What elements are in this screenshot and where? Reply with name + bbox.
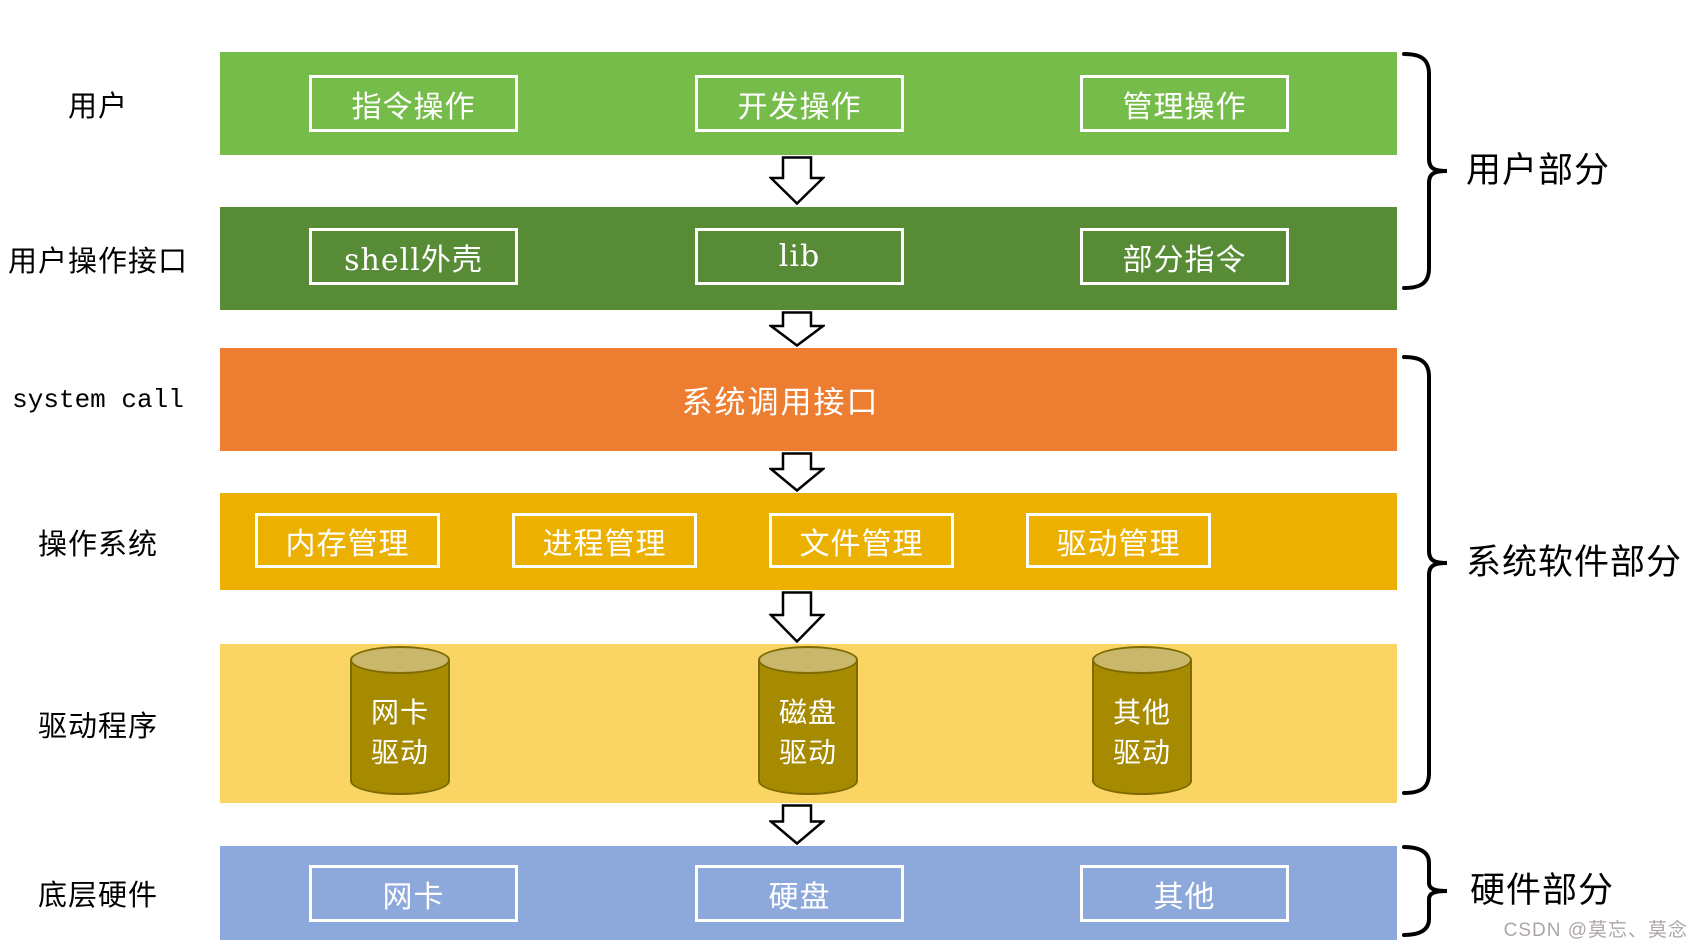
cylinder-nic-driver: 网卡 驱动 [350, 646, 450, 795]
cylinder-body: 磁盘 驱动 [758, 660, 858, 795]
box-other: 其他 [1080, 865, 1289, 922]
down-arrow-icon [769, 452, 825, 492]
box-lib: lib [695, 228, 904, 285]
cylinder-top [758, 646, 858, 674]
box-shell: shell外壳 [309, 228, 518, 285]
brace-system-software-part-icon [1402, 355, 1448, 795]
band-hardware [220, 846, 1397, 940]
box-command-operation: 指令操作 [309, 75, 518, 132]
cylinder-body: 网卡 驱动 [350, 660, 450, 795]
layer-label-hardware: 底层硬件 [37, 878, 158, 912]
box-hard-disk: 硬盘 [695, 865, 904, 922]
band-os [220, 493, 1397, 590]
box-partial-commands: 部分指令 [1080, 228, 1289, 285]
cylinder-top [1092, 646, 1192, 674]
cylinder-disk-driver: 磁盘 驱动 [758, 646, 858, 795]
cylinder-other-driver: 其他 驱动 [1092, 646, 1192, 795]
cylinder-top [350, 646, 450, 674]
band-syscall: 系统调用接口 [220, 348, 1397, 451]
box-manage-operation: 管理操作 [1080, 75, 1289, 132]
layer-label-system-call: system call [12, 384, 184, 415]
syscall-title: 系统调用接口 [681, 385, 880, 421]
layer-label-interface: 用户操作接口 [7, 243, 188, 278]
down-arrow-icon [769, 804, 825, 845]
cylinder-label-line: 驱动 [370, 735, 429, 769]
cylinder-label-line: 磁盘 [778, 695, 837, 729]
layer-label-user: 用户 [67, 88, 128, 123]
brace-hardware-part-icon [1402, 845, 1448, 937]
group-label-system-software-part: 系统软件部分 [1466, 543, 1683, 583]
box-driver-management: 驱动管理 [1026, 513, 1211, 568]
layer-label-os: 操作系统 [37, 526, 158, 561]
band-interface [220, 207, 1397, 310]
cylinder-label-line: 驱动 [1112, 735, 1171, 769]
csdn-watermark: CSDN @莫忘、莫念 [1503, 920, 1688, 941]
box-network-card: 网卡 [309, 865, 518, 922]
cylinder-label-line: 其他 [1112, 695, 1171, 729]
box-file-management: 文件管理 [769, 513, 954, 568]
down-arrow-icon [769, 311, 825, 347]
brace-user-part-icon [1402, 52, 1448, 290]
down-arrow-icon [769, 591, 825, 643]
box-develop-operation: 开发操作 [695, 75, 904, 132]
group-label-hardware-part: 硬件部分 [1470, 871, 1615, 911]
cylinder-label-line: 驱动 [778, 735, 837, 769]
cylinder-body: 其他 驱动 [1092, 660, 1192, 795]
group-label-user-part: 用户部分 [1466, 151, 1611, 191]
layer-label-driver: 驱动程序 [37, 708, 158, 743]
cylinder-label-line: 网卡 [370, 695, 429, 729]
band-user [220, 52, 1397, 155]
box-process-management: 进程管理 [512, 513, 697, 568]
down-arrow-icon [769, 156, 825, 205]
box-memory-management: 内存管理 [255, 513, 440, 568]
